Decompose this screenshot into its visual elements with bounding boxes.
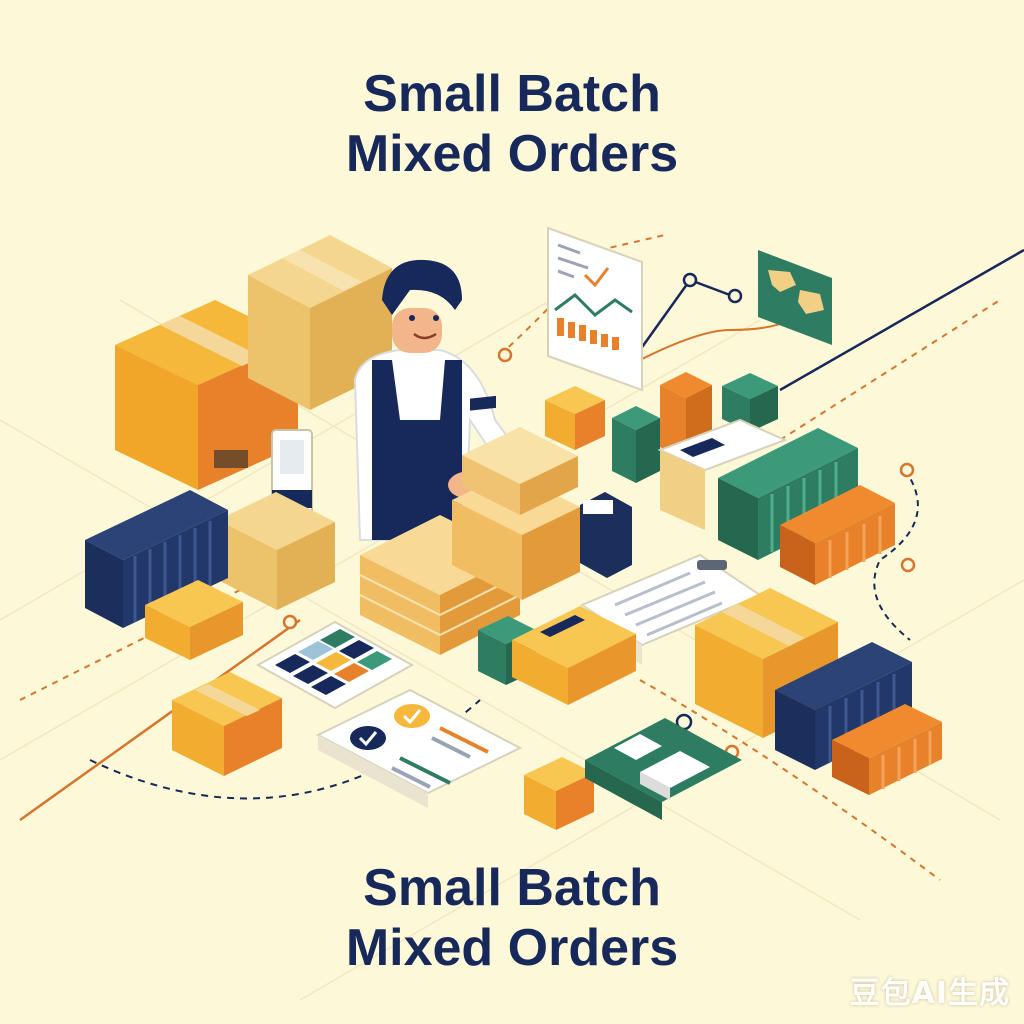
- box-yellow-center: [512, 606, 636, 705]
- headline-top-line2: Mixed Orders: [345, 125, 679, 183]
- route-lines: [19, 234, 1024, 881]
- box-yellow-lower-left: [172, 672, 282, 776]
- route-nodes: [282, 272, 916, 760]
- analytics-card: [547, 226, 643, 392]
- box-yellow-bottom: [524, 757, 594, 830]
- container-orange-right: [780, 485, 895, 585]
- headline-bottom-line1: Small Batch: [363, 859, 661, 917]
- worker-figure: [353, 259, 512, 541]
- box-green-small: [612, 373, 778, 483]
- central-box-stack: [359, 395, 632, 655]
- swatch-card: [255, 620, 415, 710]
- headline-top: Small Batch Mixed Orders: [0, 64, 1024, 184]
- box-orange-mid: [545, 386, 605, 450]
- headline-top-line1: Small Batch: [363, 65, 661, 123]
- checklist-card: [315, 688, 523, 808]
- document-stack: [657, 418, 788, 530]
- headline-bottom-line2: Mixed Orders: [345, 919, 679, 977]
- ai-watermark: 豆包AI生成: [849, 976, 1010, 1011]
- world-map-card: [758, 250, 832, 345]
- box-yellow-left: [145, 580, 243, 660]
- container-navy-left: [85, 490, 228, 628]
- container-orange-bottom: [832, 704, 942, 795]
- green-tray: [585, 718, 742, 820]
- headline-bottom: Small Batch Mixed Orders: [0, 858, 1024, 978]
- box-small-kraft: [218, 492, 335, 610]
